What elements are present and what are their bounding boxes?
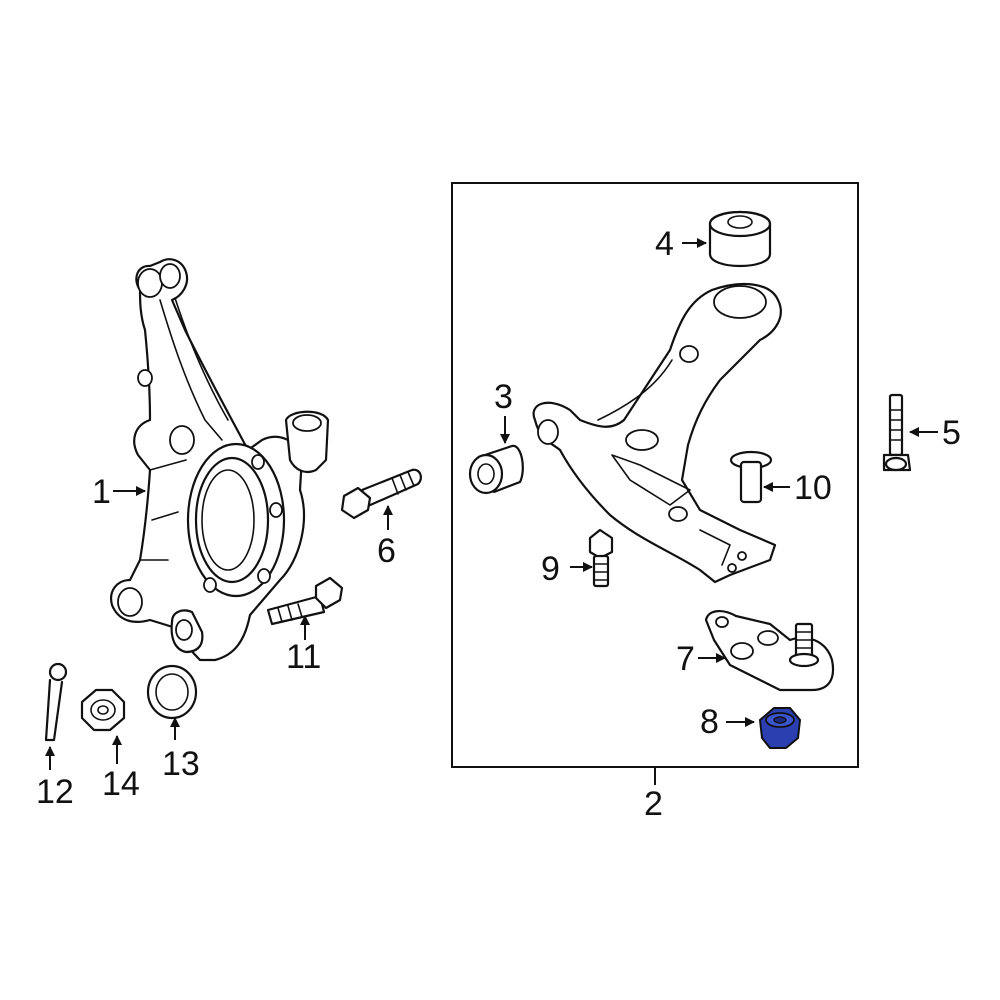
ball-joint[interactable] [704,610,835,692]
rear-bushing[interactable] [708,210,772,268]
callout-9: 9 [541,550,560,588]
bolt-6[interactable] [340,468,422,520]
callout-13: 13 [162,745,200,783]
callout-10: 10 [794,469,832,507]
steering-knuckle[interactable] [110,258,330,662]
callout-7: 7 [676,640,695,678]
callout-2: 2 [644,785,663,823]
rivet-10[interactable] [729,450,773,504]
callout-5: 5 [942,414,961,452]
callout-1: 1 [92,473,111,511]
callout-4: 4 [655,225,674,263]
bolt-9[interactable] [588,528,614,588]
bolt-5[interactable] [882,393,912,472]
nut-14[interactable] [80,688,126,732]
callout-6: 6 [377,532,396,570]
bolt-11[interactable] [266,576,344,626]
lower-control-arm[interactable] [532,283,782,584]
callout-3: 3 [494,378,513,416]
nut-8-highlighted[interactable] [758,707,802,749]
callout-11: 11 [286,638,321,676]
callout-8: 8 [700,703,719,741]
front-bushing[interactable] [468,444,524,495]
callout-14: 14 [102,765,140,803]
seal-ring-13[interactable] [146,664,198,720]
callout-12: 12 [36,773,74,811]
cotter-pin-12[interactable] [44,662,68,742]
